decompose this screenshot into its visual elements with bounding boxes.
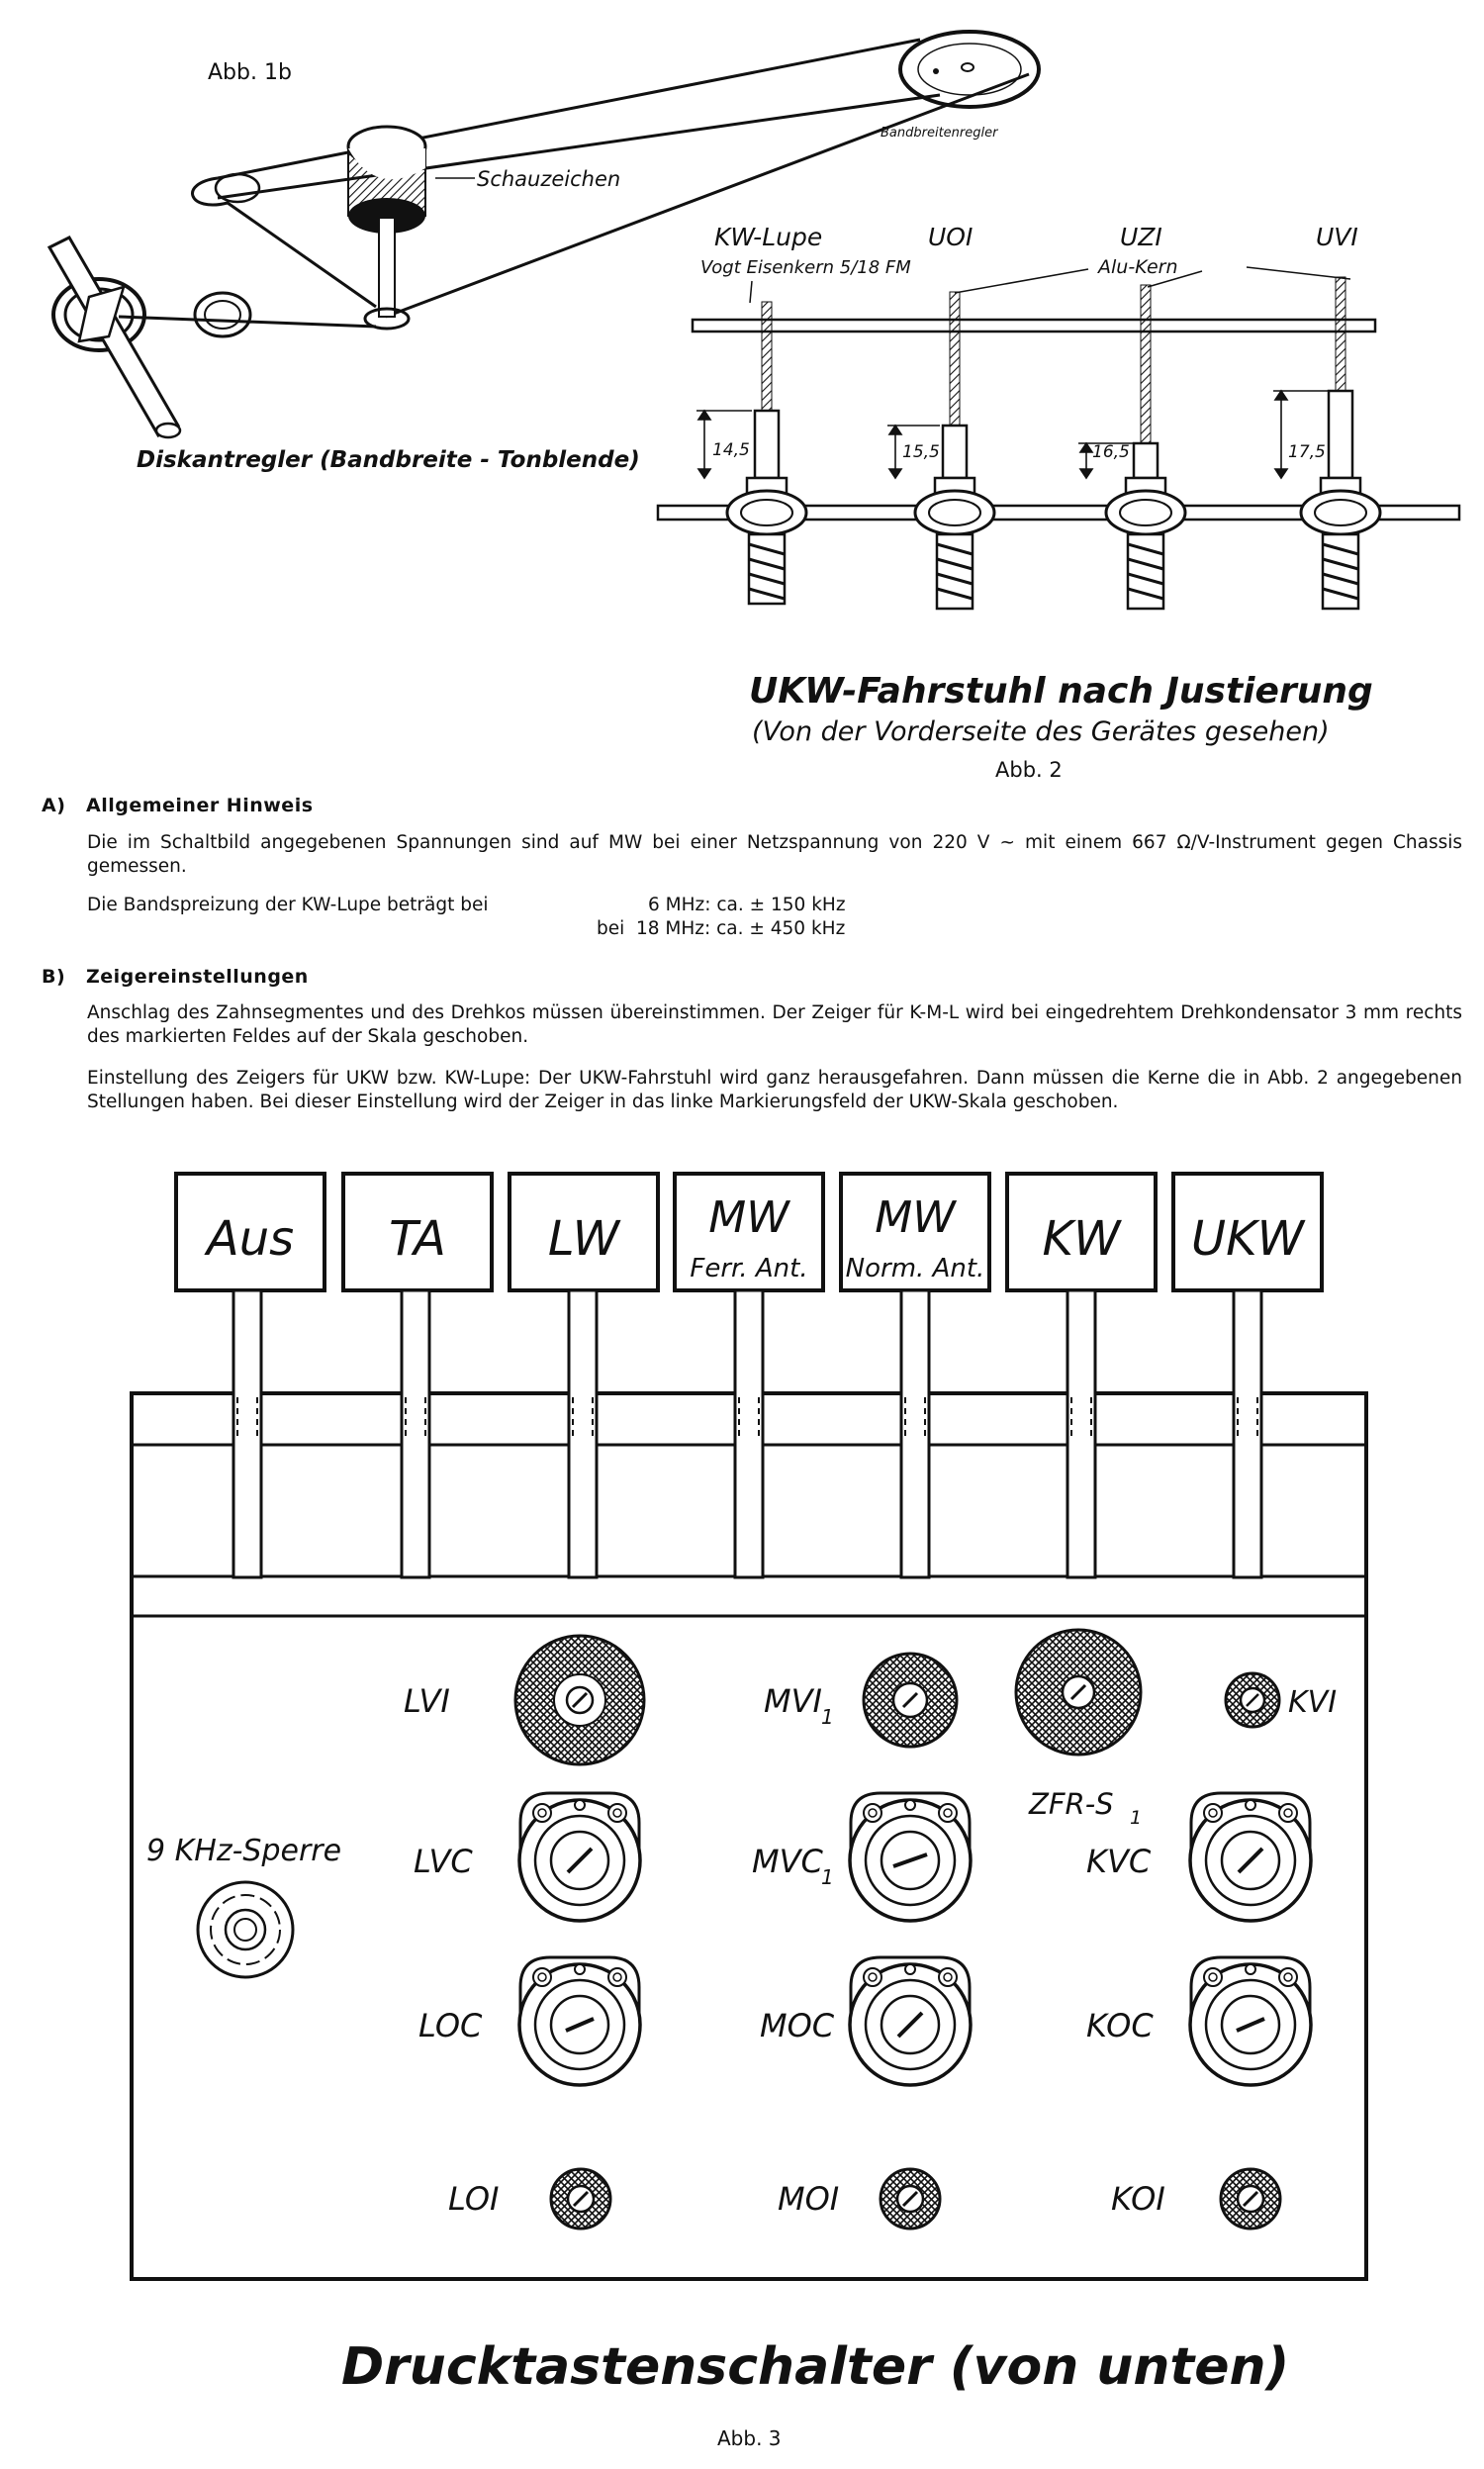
key-lw-label: LW bbox=[548, 1211, 621, 1267]
fig2-title: UKW-Fahrstuhl nach Justierung bbox=[749, 671, 1373, 712]
key-aus[interactable]: Aus bbox=[174, 1172, 326, 1579]
zfr-trimmer[interactable] bbox=[1014, 1628, 1143, 1757]
figure-3-switch: Aus TA LW MW Ferr. Ant. MW Norm. Ant. KW bbox=[130, 1172, 1368, 2281]
key-mw-norm-sublabel: Norm. Ant. bbox=[846, 1254, 985, 1283]
koi-label: KOI bbox=[1111, 2180, 1165, 2218]
coil-label-uzi: UZI bbox=[1120, 223, 1162, 251]
coil-label-kw-lupe: KW-Lupe bbox=[714, 223, 822, 251]
key-ukw[interactable]: UKW bbox=[1171, 1172, 1324, 1579]
coil-uvi bbox=[1299, 276, 1382, 611]
mvi-trimmer[interactable] bbox=[862, 1652, 959, 1749]
key-ukw-label: UKW bbox=[1191, 1211, 1306, 1267]
dimension-markers bbox=[696, 389, 1328, 480]
trimmer-capacitors bbox=[517, 1791, 1313, 2087]
coil-kw-lupe bbox=[725, 301, 808, 606]
dim-15-5: 15,5 bbox=[902, 442, 940, 462]
bandspreizung-line-2-left: bei bbox=[597, 918, 625, 939]
moi-trimmer[interactable] bbox=[879, 2167, 942, 2231]
key-kw[interactable]: KW bbox=[1005, 1172, 1158, 1579]
key-mw-ferr[interactable]: MW Ferr. Ant. bbox=[673, 1172, 825, 1579]
coil-label-uoi: UOI bbox=[928, 223, 973, 251]
mvi-sub: 1 bbox=[821, 1705, 834, 1729]
section-b-title: Zeigereinstellungen bbox=[86, 966, 309, 988]
key-mw-norm[interactable]: MW Norm. Ant. bbox=[839, 1172, 991, 1579]
dim-17-5: 17,5 bbox=[1288, 442, 1326, 462]
mvc-sub: 1 bbox=[821, 1865, 834, 1889]
key-mw-ferr-sublabel: Ferr. Ant. bbox=[690, 1254, 807, 1283]
guide-pulley-upper bbox=[214, 172, 261, 204]
zfr-sub: 1 bbox=[1130, 1807, 1142, 1829]
loc-label: LOC bbox=[418, 2007, 483, 2044]
key-mw-ferr-label: MW bbox=[708, 1192, 790, 1243]
section-b-letter: B) bbox=[42, 966, 66, 988]
coil-uzi bbox=[1104, 284, 1187, 611]
kvi-trimmer[interactable] bbox=[1224, 1671, 1281, 1729]
key-ta[interactable]: TA bbox=[341, 1172, 494, 1579]
sperre-label: 9 KHz-Sperre bbox=[146, 1834, 341, 1868]
bandbreitenregler-label: Bandbreitenregler bbox=[881, 126, 999, 141]
loi-trimmer[interactable] bbox=[549, 2167, 612, 2231]
key-aus-label: Aus bbox=[204, 1211, 294, 1267]
section-a-title: Allgemeiner Hinweis bbox=[86, 795, 314, 816]
fig3-title: Drucktastenschalter (von unten) bbox=[341, 2337, 1290, 2397]
kvc-trimmer[interactable] bbox=[1188, 1791, 1313, 1923]
alu-label: Alu-Kern bbox=[1096, 256, 1178, 278]
lower-plate bbox=[656, 504, 1461, 522]
kvi-label: KVI bbox=[1288, 1685, 1337, 1720]
diskantregler-label: Diskantregler (Bandbreite - Tonblende) bbox=[137, 447, 640, 473]
schauzeichen-label: Schauzeichen bbox=[477, 167, 620, 191]
section-a-heading: A) Allgemeiner Hinweis bbox=[42, 795, 314, 816]
figure-1b-and-2: Abb. 1b Bandbreitenregler Schauzeichen bbox=[46, 30, 1461, 712]
schauzeichen-drum bbox=[346, 125, 427, 331]
section-b-paragraph-1: Anschlag des Zahnsegmentes und des Drehk… bbox=[87, 1002, 1462, 1047]
sperre-coil bbox=[196, 1880, 295, 1979]
dim-16-5: 16,5 bbox=[1092, 442, 1130, 462]
moc-label: MOC bbox=[760, 2007, 835, 2044]
moc-trimmer[interactable] bbox=[848, 1955, 973, 2087]
kvc-label: KVC bbox=[1086, 1843, 1152, 1880]
coil-uoi bbox=[913, 291, 996, 611]
fig3-abb: Abb. 3 bbox=[717, 2426, 782, 2450]
fig2-coil-labels: KW-Lupe UOI UZI UVI Vogt Eisenkern 5/18 … bbox=[700, 223, 1358, 278]
fig2-leader-lines bbox=[749, 266, 1351, 304]
section-b-heading: B) Zeigereinstellungen bbox=[42, 966, 309, 988]
section-a-letter: A) bbox=[42, 795, 66, 816]
fig2-abb: Abb. 2 bbox=[995, 758, 1063, 782]
lvi-label: LVI bbox=[404, 1682, 450, 1720]
mvi-label: MVI bbox=[764, 1682, 822, 1720]
bandspreizung-line-1-right: 6 MHz: ca. ± 150 kHz bbox=[648, 895, 846, 915]
bandbreitenregler-disc bbox=[898, 30, 1041, 109]
lvc-trimmer[interactable] bbox=[517, 1791, 642, 1923]
upper-plate bbox=[691, 318, 1377, 333]
loi-label: LOI bbox=[448, 2180, 499, 2218]
mvc-trimmer[interactable] bbox=[848, 1791, 973, 1923]
fig2-subtitle: (Von der Vorderseite des Gerätes gesehen… bbox=[752, 716, 1330, 747]
section-b-paragraph-2: Einstellung des Zeigers für UKW bzw. KW-… bbox=[87, 1068, 1462, 1112]
bandspreizung-line-1-left: Die Bandspreizung der KW-Lupe beträgt be… bbox=[87, 895, 489, 915]
coil-label-uvi: UVI bbox=[1316, 223, 1358, 251]
koc-trimmer[interactable] bbox=[1188, 1955, 1313, 2087]
zfr-label: ZFR-S bbox=[1028, 1787, 1114, 1821]
koc-label: KOC bbox=[1086, 2007, 1154, 2044]
loc-trimmer[interactable] bbox=[517, 1955, 642, 2087]
lvc-label: LVC bbox=[414, 1843, 473, 1880]
moi-label: MOI bbox=[778, 2180, 839, 2218]
bandspreizung-line-2-right: 18 MHz: ca. ± 450 kHz bbox=[636, 918, 846, 939]
diskantregler-pulley bbox=[46, 236, 252, 439]
key-kw-label: KW bbox=[1043, 1211, 1122, 1267]
key-lw[interactable]: LW bbox=[508, 1172, 660, 1579]
koi-trimmer[interactable] bbox=[1219, 2167, 1282, 2231]
key-mw-norm-label: MW bbox=[875, 1192, 957, 1243]
section-a-paragraph: Die im Schaltbild angegebenen Spannungen… bbox=[87, 832, 1462, 877]
fig1b-label: Abb. 1b bbox=[208, 60, 292, 85]
vogt-label: Vogt Eisenkern 5/18 FM bbox=[700, 257, 911, 278]
lvi-trimmer[interactable] bbox=[513, 1634, 646, 1766]
dim-14-5: 14,5 bbox=[712, 440, 750, 460]
key-ta-label: TA bbox=[389, 1211, 446, 1267]
mvc-label: MVC bbox=[752, 1843, 824, 1880]
